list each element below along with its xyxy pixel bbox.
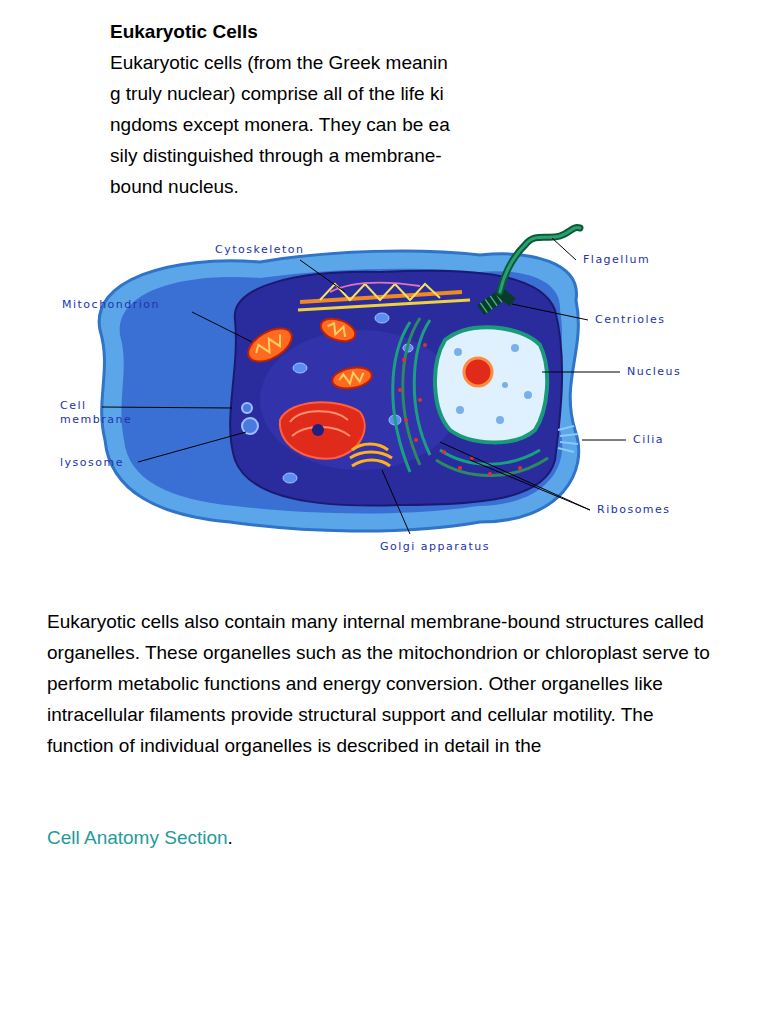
link-text: Cell Anatomy Section xyxy=(47,827,228,848)
punctuation: . xyxy=(228,827,233,848)
text-line: Cell Anatomy Section. xyxy=(47,822,233,853)
part-label: Cytoskeleton xyxy=(215,243,305,257)
part-label: Nucleus xyxy=(627,365,681,379)
part-label: Centrioles xyxy=(595,313,666,327)
body-paragraph: Eukaryotic cells (from the Greek meanin … xyxy=(110,47,453,202)
part-label: Cilia xyxy=(633,433,664,447)
body-paragraph: Eukaryotic cells also contain many inter… xyxy=(47,606,712,761)
part-label: Golgi apparatus xyxy=(380,540,490,554)
heading: Eukaryotic Cells xyxy=(110,21,258,43)
part-label: Flagellum xyxy=(583,253,650,267)
part-label: lysosome xyxy=(60,456,124,470)
part-label: Ribosomes xyxy=(597,503,671,517)
part-label: Cell membrane xyxy=(60,399,132,427)
part-label: Mitochondrion xyxy=(62,298,160,312)
